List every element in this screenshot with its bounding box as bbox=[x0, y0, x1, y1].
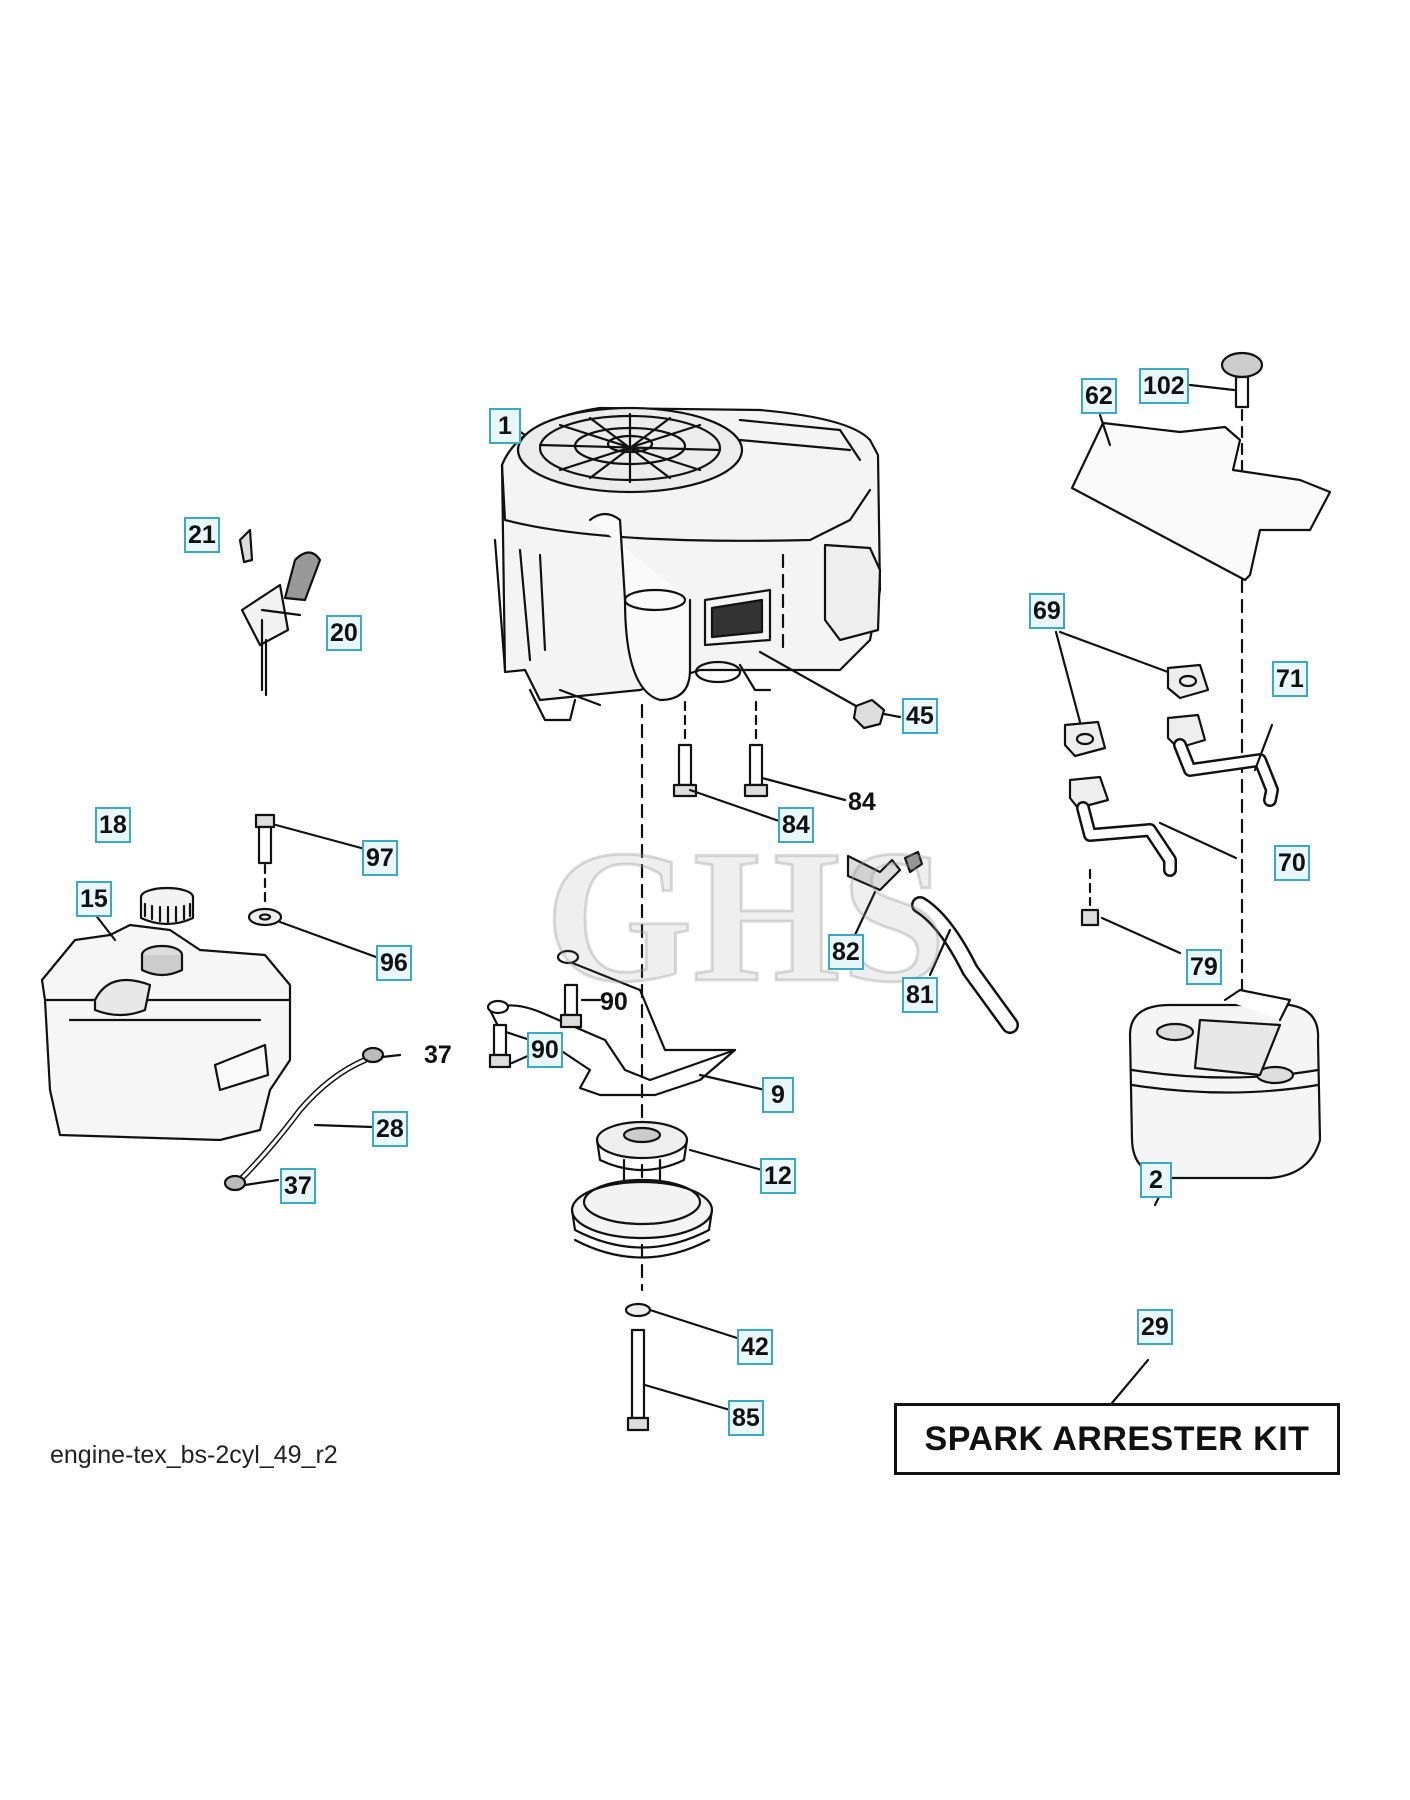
muffler-part bbox=[1128, 988, 1322, 1207]
callout-90-right[interactable]: 90 bbox=[600, 988, 628, 1016]
fuel-line-part bbox=[223, 1046, 402, 1192]
fuel-tank-part bbox=[40, 923, 292, 1142]
bolts-84 bbox=[672, 700, 847, 824]
callout-12[interactable]: 12 bbox=[760, 1158, 796, 1194]
throttle-part bbox=[238, 528, 322, 697]
callout-69[interactable]: 69 bbox=[1029, 593, 1065, 629]
callout-37-bottom[interactable]: 37 bbox=[280, 1168, 316, 1204]
callout-20[interactable]: 20 bbox=[326, 615, 362, 651]
callout-79[interactable]: 79 bbox=[1186, 949, 1222, 985]
callout-1[interactable]: 1 bbox=[489, 408, 521, 444]
callout-21[interactable]: 21 bbox=[184, 517, 220, 553]
spark-arrester-kit-label: SPARK ARRESTER KIT bbox=[924, 1419, 1310, 1458]
callout-29[interactable]: 29 bbox=[1137, 1309, 1173, 1345]
callout-97[interactable]: 97 bbox=[362, 840, 398, 876]
callout-2[interactable]: 2 bbox=[1140, 1162, 1172, 1198]
callout-70[interactable]: 70 bbox=[1274, 845, 1310, 881]
callout-84-left[interactable]: 84 bbox=[778, 807, 814, 843]
callout-28[interactable]: 28 bbox=[372, 1111, 408, 1147]
callout-85[interactable]: 85 bbox=[728, 1400, 764, 1436]
spark-arrester-kit-box[interactable]: SPARK ARRESTER KIT bbox=[894, 1403, 1340, 1475]
engine-part bbox=[493, 406, 882, 722]
kit-leader bbox=[1110, 1358, 1150, 1405]
callout-18[interactable]: 18 bbox=[95, 807, 131, 843]
bolt-washer-part bbox=[82, 813, 378, 959]
callout-81[interactable]: 81 bbox=[902, 977, 938, 1013]
exhaust-pipe-part bbox=[1054, 630, 1279, 955]
callout-82[interactable]: 82 bbox=[828, 934, 864, 970]
callout-45[interactable]: 45 bbox=[902, 698, 938, 734]
watermark-text: GHS bbox=[543, 811, 947, 1024]
fuel-fitting-part bbox=[846, 850, 1019, 1034]
callout-37-top[interactable]: 37 bbox=[424, 1041, 452, 1069]
callout-90-left[interactable]: 90 bbox=[527, 1032, 563, 1068]
callout-9[interactable]: 9 bbox=[762, 1077, 794, 1113]
callout-15[interactable]: 15 bbox=[76, 881, 112, 917]
nut-part bbox=[758, 650, 902, 730]
callout-71[interactable]: 71 bbox=[1272, 661, 1308, 697]
callout-62[interactable]: 62 bbox=[1081, 378, 1117, 414]
callout-102[interactable]: 102 bbox=[1139, 368, 1189, 404]
callout-96[interactable]: 96 bbox=[376, 945, 412, 981]
callout-84-right[interactable]: 84 bbox=[848, 788, 876, 816]
pulley-part bbox=[570, 1120, 764, 1259]
center-bolt-part bbox=[624, 1302, 739, 1432]
heat-shield-part bbox=[1070, 351, 1332, 1002]
diagram-reference-code: engine-tex_bs-2cyl_49_r2 bbox=[50, 1441, 338, 1469]
callout-42[interactable]: 42 bbox=[737, 1329, 773, 1365]
fuel-cap-part bbox=[139, 886, 195, 926]
